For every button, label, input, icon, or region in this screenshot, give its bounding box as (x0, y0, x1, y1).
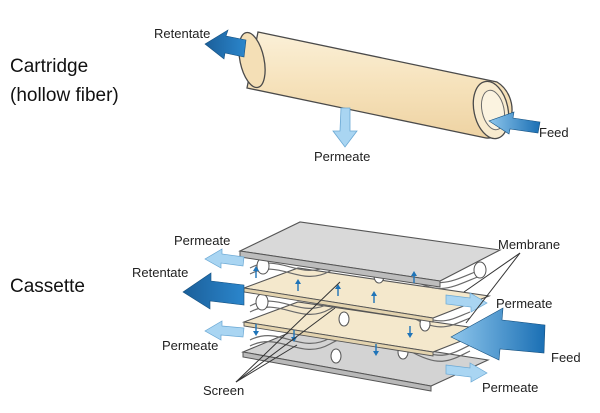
label-feed-top: Feed (539, 125, 569, 140)
cartridge-subtitle: (hollow fiber) (10, 85, 119, 106)
feed-arrow-c (450, 307, 546, 361)
screen-leaders (235, 281, 341, 383)
permeate-arrow-c3 (445, 292, 488, 313)
label-retentate-c: Retentate (132, 265, 188, 280)
label-permeate-top: Permeate (314, 149, 370, 164)
permeate-arrow-c2 (204, 320, 245, 341)
permeate-arrow-c4 (445, 362, 488, 383)
feed-arrow-top (488, 111, 541, 135)
label-feed-c: Feed (551, 350, 581, 365)
label-screen: Screen (203, 383, 244, 398)
label-permeate-c1: Permeate (174, 233, 230, 248)
cartridge-tube (238, 31, 513, 140)
cartridge-title: Cartridge (10, 56, 88, 77)
label-permeate-c3: Permeate (496, 296, 552, 311)
cassette-stack (238, 221, 502, 392)
retentate-arrow-c (182, 272, 245, 310)
retentate-arrow-top (204, 29, 247, 60)
permeate-arrow-c1 (204, 248, 245, 269)
permeate-arrow-top (332, 107, 358, 148)
membrane-leaders (463, 252, 521, 324)
label-retentate-top: Retentate (154, 26, 210, 41)
label-permeate-c4: Permeate (482, 380, 538, 395)
label-membrane: Membrane (498, 237, 560, 252)
cassette-title: Cassette (10, 276, 85, 297)
label-permeate-c2: Permeate (162, 338, 218, 353)
